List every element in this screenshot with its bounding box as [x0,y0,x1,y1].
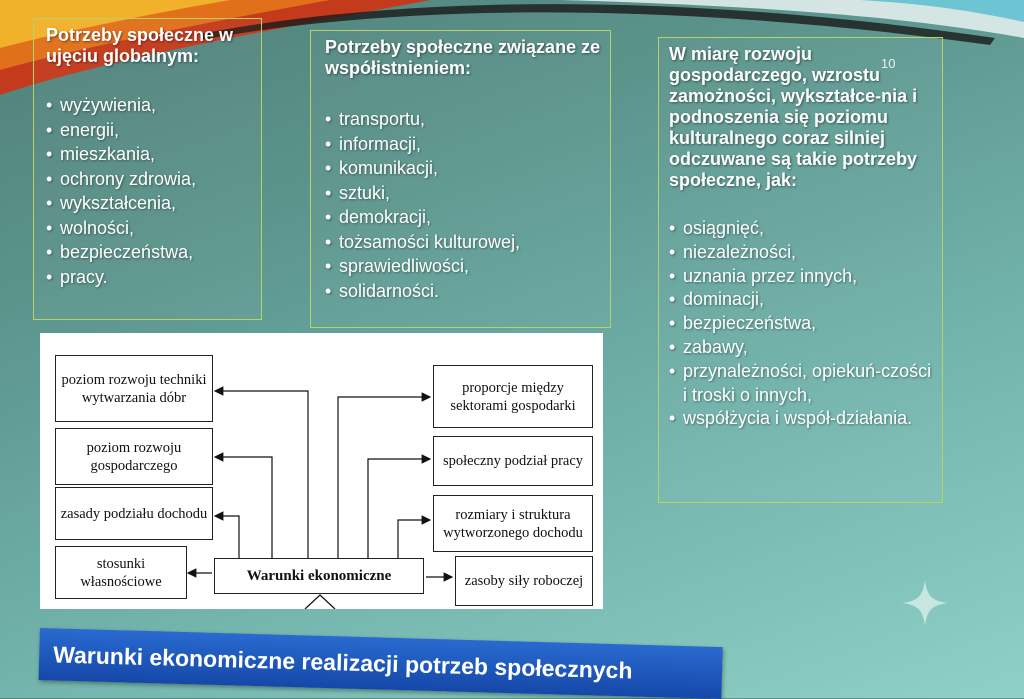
diagram-connectors [186,386,454,609]
diagram-box-center: Warunki ekonomiczne [214,558,424,594]
list-item: uznania przez innych, [669,265,934,289]
diagram-box-labor-resources: zasoby siły roboczej [455,556,593,606]
diagram-box-ownership: stosunki własnościowe [55,546,187,599]
list-item: sztuki, [325,181,602,206]
economic-conditions-diagram: poziom rozwoju techniki wytwarzania dóbr… [40,333,603,609]
list-item: tożsamości kulturowej, [325,230,602,255]
diagram-box-sector-proportions: proporcje między sektorami gospodarki [433,365,593,428]
diagram-box-labor-division: społeczny podział pracy [433,436,593,486]
slide-title: Warunki ekonomiczne realizacji potrzeb s… [38,628,723,699]
list-item: sprawiedliwości, [325,254,602,279]
list-item: wykształcenia, [46,191,253,216]
diagram-box-income-distribution: zasady podziału dochodu [55,487,213,540]
panel-development-title: W miarę rozwoju gospodarczego, wzrostu z… [669,44,918,190]
list-item: solidarności. [325,279,602,304]
list-item: transportu, [325,107,602,132]
list-item: wolności, [46,216,253,241]
diagram-box-income-structure: rozmiary i struktura wytworzonego dochod… [433,495,593,552]
list-item: mieszkania, [46,142,253,167]
diagram-box-technology: poziom rozwoju techniki wytwarzania dóbr [55,355,213,422]
list-item: osiągnięć, [669,217,934,241]
decorative-swoosh [0,0,1024,95]
panel-development-list: osiągnięć, niezależności, uznania przez … [669,217,934,431]
list-item: bezpieczeństwa, [669,312,934,336]
list-item: demokracji, [325,205,602,230]
list-item: energii, [46,118,253,143]
list-item: komunikacji, [325,156,602,181]
panel-global-list: wyżywienia, energii, mieszkania, ochrony… [46,93,253,289]
sparkle-icon [902,580,948,626]
list-item: ochrony zdrowia, [46,167,253,192]
list-item: zabawy, [669,336,934,360]
panel-global-title: Potrzeby społeczne w ujęciu globalnym: [46,25,234,66]
panel-global-needs: Potrzeby społeczne w ujęciu globalnym: w… [33,18,262,320]
panel-coexistence-needs: Potrzeby społeczne związane ze współistn… [310,30,611,328]
panel-coexistence-list: transportu, informacji, komunikacji, szt… [325,107,602,303]
list-item: informacji, [325,132,602,157]
panel-coexistence-title: Potrzeby społeczne związane ze współistn… [325,37,601,78]
panel-development-needs: W miarę rozwoju gospodarczego, wzrostu z… [658,37,943,503]
list-item: przynależności, opiekuń-czości i troski … [669,360,934,408]
slide-number: 10 [881,56,896,71]
list-item: wyżywienia, [46,93,253,118]
list-item: bezpieczeństwa, [46,240,253,265]
diagram-box-economic-development: poziom rozwoju gospodarczego [55,428,213,485]
list-item: współżycia i współ-działania. [669,407,934,431]
list-item: dominacji, [669,288,934,312]
list-item: pracy. [46,265,253,290]
list-item: niezależności, [669,241,934,265]
